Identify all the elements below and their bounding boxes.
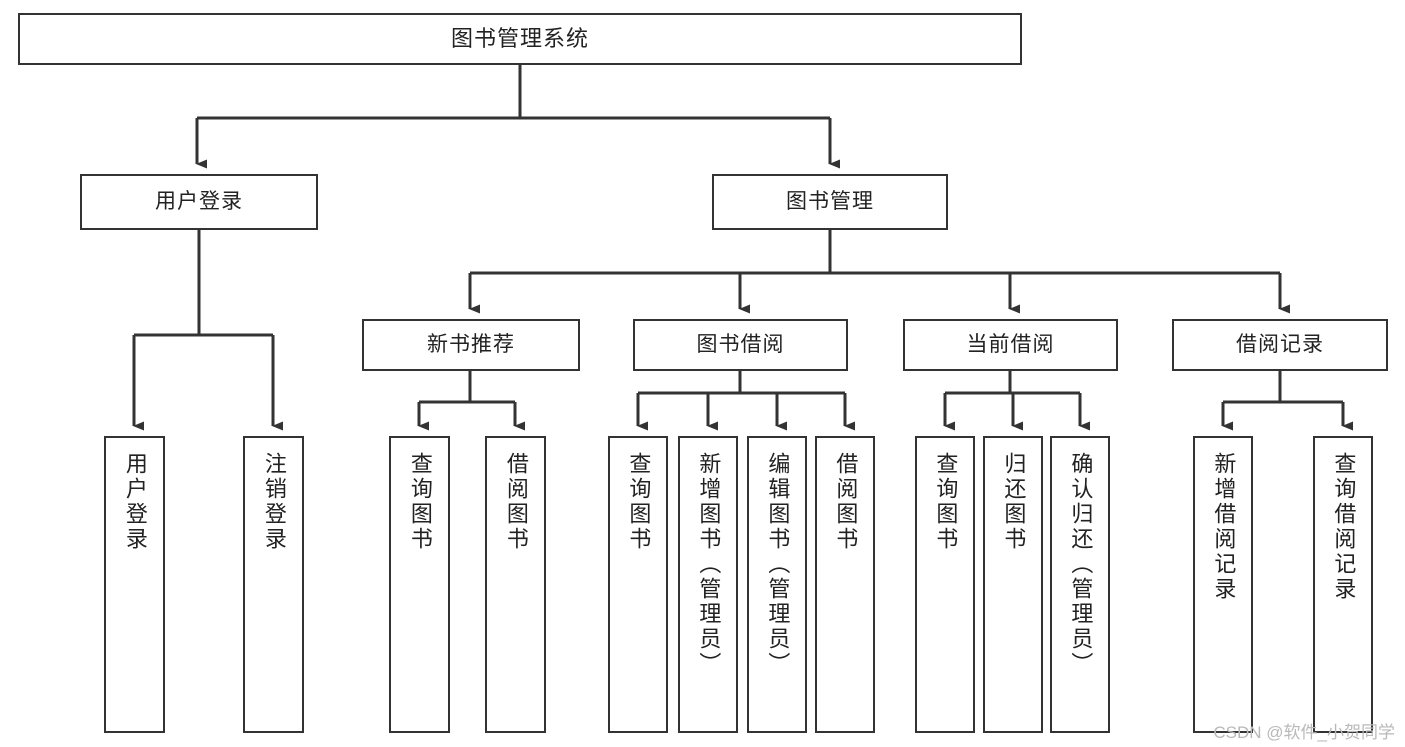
node-new-book-recommend[interactable]: 新书推荐	[362, 319, 580, 371]
node-label: 图书管理	[786, 190, 874, 214]
node-leaf-add-borrow-record[interactable]: 新增借阅记录	[1193, 436, 1253, 733]
connector-lines	[132, 65, 1353, 431]
node-label: 注销登录	[261, 452, 287, 552]
node-leaf-borrow-book[interactable]: 借阅图书	[815, 436, 875, 733]
node-label: 查询图书	[933, 452, 959, 552]
node-label: 查询图书	[407, 452, 433, 552]
node-label: 用户登录	[122, 452, 148, 552]
node-label: 借阅记录	[1236, 333, 1324, 357]
node-label: 查询图书	[626, 452, 652, 552]
node-leaf-borrow-book-recommend[interactable]: 借阅图书	[485, 436, 546, 733]
node-leaf-query-book-borrow[interactable]: 查询图书	[608, 436, 668, 733]
node-borrow-record[interactable]: 借阅记录	[1172, 319, 1388, 371]
node-leaf-confirm-return-admin[interactable]: 确认归还（管理员）	[1050, 436, 1110, 733]
node-leaf-logout[interactable]: 注销登录	[243, 436, 304, 733]
node-leaf-query-book-recommend[interactable]: 查询图书	[389, 436, 450, 733]
node-leaf-return-book[interactable]: 归还图书	[983, 436, 1043, 733]
node-user-login[interactable]: 用户登录	[80, 174, 318, 230]
node-label: 编辑图书（管理员）	[765, 452, 791, 677]
node-label: 归还图书	[1001, 452, 1027, 552]
node-leaf-user-login[interactable]: 用户登录	[104, 436, 165, 733]
node-current-borrow[interactable]: 当前借阅	[903, 319, 1118, 371]
node-label: 确认归还（管理员）	[1068, 452, 1094, 677]
node-label: 用户登录	[155, 190, 243, 214]
node-root-system[interactable]: 图书管理系统	[18, 13, 1022, 65]
node-label: 图书管理系统	[450, 25, 589, 51]
node-label: 借阅图书	[833, 452, 859, 552]
node-leaf-query-book-current[interactable]: 查询图书	[915, 436, 975, 733]
node-book-borrow[interactable]: 图书借阅	[633, 319, 848, 371]
node-book-management[interactable]: 图书管理	[712, 174, 948, 230]
node-label: 新书推荐	[427, 333, 515, 357]
node-label: 借阅图书	[503, 452, 529, 552]
csdn-watermark: CSDN @软件_小贺同学	[1213, 723, 1395, 742]
node-leaf-add-book-admin[interactable]: 新增图书（管理员）	[678, 436, 738, 733]
node-label: 新增借阅记录	[1211, 452, 1237, 602]
node-label: 当前借阅	[966, 333, 1055, 357]
node-label: 图书借阅	[696, 333, 785, 357]
node-leaf-query-borrow-record[interactable]: 查询借阅记录	[1313, 436, 1373, 733]
node-leaf-edit-book-admin[interactable]: 编辑图书（管理员）	[747, 436, 807, 733]
node-label: 查询借阅记录	[1331, 452, 1357, 602]
node-label: 新增图书（管理员）	[696, 452, 722, 677]
